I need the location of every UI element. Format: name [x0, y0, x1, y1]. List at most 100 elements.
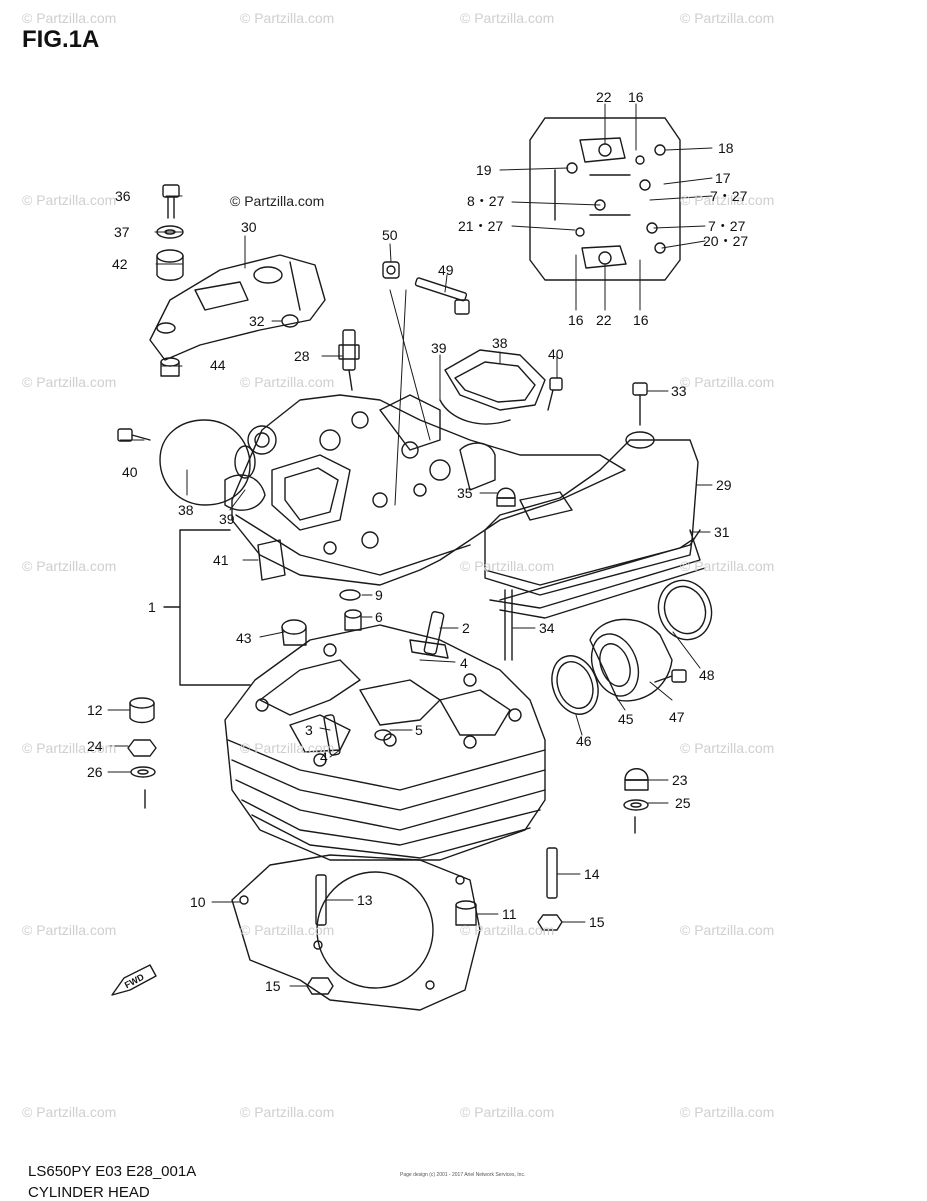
- group-bracket-1: [163, 529, 251, 686]
- callout-label[interactable]: 15: [589, 914, 605, 930]
- callout-label[interactable]: 20・27: [703, 233, 749, 249]
- callout-label[interactable]: 39: [219, 511, 235, 527]
- callout-label[interactable]: 22: [596, 312, 612, 328]
- callout-label[interactable]: 47: [669, 709, 685, 725]
- callout-label[interactable]: 14: [584, 866, 600, 882]
- callout-label[interactable]: 4: [460, 655, 468, 671]
- callout-label[interactable]: 12: [87, 702, 103, 718]
- callout-label[interactable]: 44: [210, 357, 226, 373]
- nut-15-right: [537, 914, 563, 931]
- callout-label[interactable]: 21・27: [458, 218, 504, 234]
- nut-15-bottom: [306, 977, 334, 995]
- callout-label[interactable]: 7・27: [710, 188, 748, 204]
- callout-label[interactable]: 32: [249, 313, 265, 329]
- intake-pipe-45: [589, 618, 673, 702]
- callout-label[interactable]: 16: [633, 312, 649, 328]
- callout-label[interactable]: 40: [548, 346, 564, 362]
- head-gasket-10: [231, 854, 481, 1011]
- callout-label[interactable]: 30: [241, 219, 257, 235]
- clamp-48: [657, 579, 713, 641]
- tappet-cover-38-left: [159, 419, 266, 511]
- cap-nut-35: [496, 487, 516, 507]
- callout-label[interactable]: 37: [114, 224, 130, 240]
- callout-label[interactable]: 39: [431, 340, 447, 356]
- callout-label[interactable]: 28: [294, 348, 310, 364]
- watermark: © Partzilla.com: [460, 10, 555, 26]
- callout-label[interactable]: 34: [539, 620, 555, 636]
- watermark: © Partzilla.com: [680, 374, 775, 390]
- watermark: © Partzilla.com: [22, 740, 117, 756]
- watermark: © Partzilla.com: [460, 558, 555, 574]
- callout-label[interactable]: 48: [699, 667, 715, 683]
- callout-label[interactable]: 15: [265, 978, 281, 994]
- callout-label[interactable]: 45: [618, 711, 634, 727]
- diagram-name: CYLINDER HEAD: [28, 1184, 150, 1201]
- watermark: © Partzilla.com: [240, 10, 335, 26]
- callout-label[interactable]: 35: [457, 485, 473, 501]
- callout-label[interactable]: 38: [492, 335, 508, 351]
- callout-label[interactable]: 19: [476, 162, 492, 178]
- bolt-36: [162, 184, 180, 219]
- watermark: © Partzilla.com: [22, 374, 117, 390]
- callout-label[interactable]: 9: [375, 587, 383, 603]
- cover-30: [149, 254, 326, 361]
- callout-label[interactable]: 50: [382, 227, 398, 243]
- watermark: © Partzilla.com: [680, 192, 775, 208]
- fine-print: Page design (c) 2001 - 2017 Ariel Networ…: [400, 1172, 526, 1178]
- callout-label[interactable]: 25: [675, 795, 691, 811]
- callout-label[interactable]: 33: [671, 383, 687, 399]
- callout-label[interactable]: 7・27: [708, 218, 746, 234]
- seal-6: [344, 609, 362, 631]
- callout-label[interactable]: 43: [236, 630, 252, 646]
- watermark: © Partzilla.com: [22, 558, 117, 574]
- o-ring-9: [339, 589, 361, 601]
- washer-25: [623, 799, 649, 811]
- screw-47: [654, 669, 687, 683]
- callout-label[interactable]: 31: [714, 524, 730, 540]
- stud-34: [504, 589, 513, 661]
- dowel-11: [455, 900, 477, 926]
- seal-12: [129, 697, 155, 724]
- callout-label[interactable]: 6: [375, 609, 383, 625]
- callout-label[interactable]: 11: [502, 906, 517, 922]
- copyright-notice: © Partzilla.com: [230, 193, 325, 209]
- callout-label[interactable]: 13: [357, 892, 373, 908]
- nut-24: [127, 739, 157, 757]
- callout-label[interactable]: 1: [148, 599, 156, 615]
- watermark: © Partzilla.com: [240, 740, 335, 756]
- guide-3: [323, 714, 341, 756]
- callout-label[interactable]: 42: [112, 256, 128, 272]
- callout-label[interactable]: 40: [122, 464, 138, 480]
- callout-label[interactable]: 22: [596, 89, 612, 105]
- washer-26: [130, 766, 156, 778]
- forward-arrow-icon: [111, 964, 157, 996]
- callout-label[interactable]: 2: [462, 620, 470, 636]
- spark-plug-28: [338, 329, 360, 391]
- callout-label[interactable]: 5: [415, 722, 423, 738]
- callout-label[interactable]: 23: [672, 772, 688, 788]
- callout-label[interactable]: 3: [305, 722, 313, 738]
- callout-label[interactable]: 17: [715, 170, 731, 186]
- watermark: © Partzilla.com: [680, 740, 775, 756]
- watermark: © Partzilla.com: [460, 922, 555, 938]
- callout-label[interactable]: 36: [115, 188, 131, 204]
- callout-label[interactable]: 29: [716, 477, 732, 493]
- callout-label[interactable]: 24: [87, 738, 103, 754]
- callout-label[interactable]: 16: [568, 312, 584, 328]
- callout-label[interactable]: 26: [87, 764, 103, 780]
- callout-label[interactable]: 18: [718, 140, 734, 156]
- callout-label[interactable]: 38: [178, 502, 194, 518]
- callout-label[interactable]: 41: [213, 552, 229, 568]
- watermark: © Partzilla.com: [22, 10, 117, 26]
- tappet-cover-38-right: [439, 349, 546, 425]
- watermark: © Partzilla.com: [240, 922, 335, 938]
- callout-label[interactable]: 4: [320, 749, 328, 765]
- callout-label[interactable]: 16: [628, 89, 644, 105]
- bolt-40-left: [117, 428, 151, 442]
- seal-43: [281, 619, 307, 646]
- callout-label[interactable]: 49: [438, 262, 454, 278]
- callout-label[interactable]: 46: [576, 733, 592, 749]
- callout-label[interactable]: 10: [190, 894, 206, 910]
- watermark: © Partzilla.com: [680, 1104, 775, 1120]
- callout-label[interactable]: 8・27: [467, 193, 505, 209]
